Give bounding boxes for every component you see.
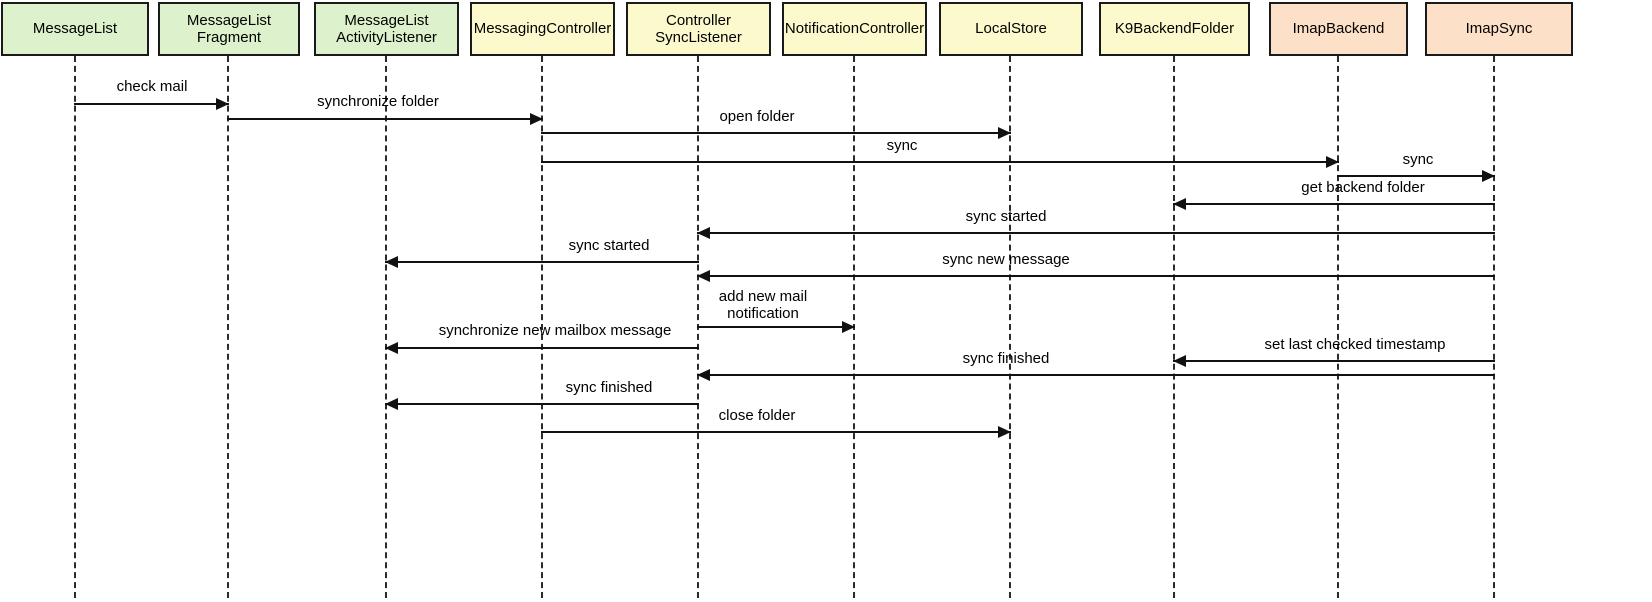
message-label-m9: sync new message — [942, 251, 1070, 268]
lifeline-activitylistener — [385, 56, 387, 598]
message-label-m12: set last checked timestamp — [1264, 336, 1446, 353]
arrowhead-m1 — [216, 98, 229, 110]
message-label-m15: close folder — [718, 407, 796, 424]
message-line-m4 — [541, 161, 1339, 163]
message-line-m3 — [541, 132, 1011, 134]
message-label-m13: sync finished — [962, 350, 1050, 367]
message-label-m10: add new mail notification — [718, 288, 808, 323]
arrowhead-m15 — [998, 426, 1011, 438]
lifeline-messagingcontroller — [541, 56, 543, 598]
participant-activitylistener[interactable]: MessageList ActivityListener — [314, 2, 459, 56]
message-label-m6: get backend folder — [1301, 179, 1425, 196]
participant-imapbackend[interactable]: ImapBackend — [1269, 2, 1408, 56]
arrowhead-m2 — [530, 113, 543, 125]
arrowhead-m3 — [998, 127, 1011, 139]
message-line-m12 — [1173, 360, 1495, 362]
lifeline-k9backendfolder — [1173, 56, 1175, 598]
message-line-m8 — [385, 261, 699, 263]
message-label-m5: sync — [1402, 151, 1434, 168]
arrowhead-m11 — [385, 342, 398, 354]
participant-syncListener[interactable]: Controller SyncListener — [626, 2, 771, 56]
arrowhead-m4 — [1326, 156, 1339, 168]
message-label-m4: sync — [886, 137, 918, 154]
message-line-m10 — [697, 326, 855, 328]
participant-messagelist[interactable]: MessageList — [1, 2, 149, 56]
arrowhead-m14 — [385, 398, 398, 410]
message-line-m6 — [1173, 203, 1495, 205]
participant-imapsync[interactable]: ImapSync — [1425, 2, 1573, 56]
message-line-m14 — [385, 403, 699, 405]
participant-messagingcontroller[interactable]: MessagingController — [470, 2, 615, 56]
message-label-m3: open folder — [719, 108, 795, 125]
message-line-m5 — [1337, 175, 1495, 177]
message-label-m1: check mail — [116, 78, 188, 95]
participant-notificationctrl[interactable]: NotificationController — [782, 2, 927, 56]
lifeline-localstore — [1009, 56, 1011, 598]
message-line-m13 — [697, 374, 1495, 376]
message-label-m8: sync started — [568, 237, 650, 254]
arrowhead-m12 — [1173, 355, 1186, 367]
lifeline-messagelist — [74, 56, 76, 598]
participant-messagelistfragment[interactable]: MessageList Fragment — [158, 2, 300, 56]
message-line-m11 — [385, 347, 699, 349]
message-label-m14: sync finished — [565, 379, 653, 396]
lifeline-imapbackend — [1337, 56, 1339, 598]
participant-localstore[interactable]: LocalStore — [939, 2, 1083, 56]
arrowhead-m13 — [697, 369, 710, 381]
message-label-m7: sync started — [965, 208, 1047, 225]
message-line-m7 — [697, 232, 1495, 234]
lifeline-imapsync — [1493, 56, 1495, 598]
arrowhead-m6 — [1173, 198, 1186, 210]
arrowhead-m5 — [1482, 170, 1495, 182]
arrowhead-m8 — [385, 256, 398, 268]
lifeline-messagelistfragment — [227, 56, 229, 598]
message-label-m11: synchronize new mailbox message — [438, 322, 672, 339]
arrowhead-m10 — [842, 321, 855, 333]
message-label-m2: synchronize folder — [317, 93, 439, 110]
arrowhead-m9 — [697, 270, 710, 282]
message-line-m15 — [541, 431, 1011, 433]
arrowhead-m7 — [697, 227, 710, 239]
message-line-m2 — [227, 118, 543, 120]
participant-k9backendfolder[interactable]: K9BackendFolder — [1099, 2, 1250, 56]
message-line-m9 — [697, 275, 1495, 277]
message-line-m1 — [74, 103, 229, 105]
